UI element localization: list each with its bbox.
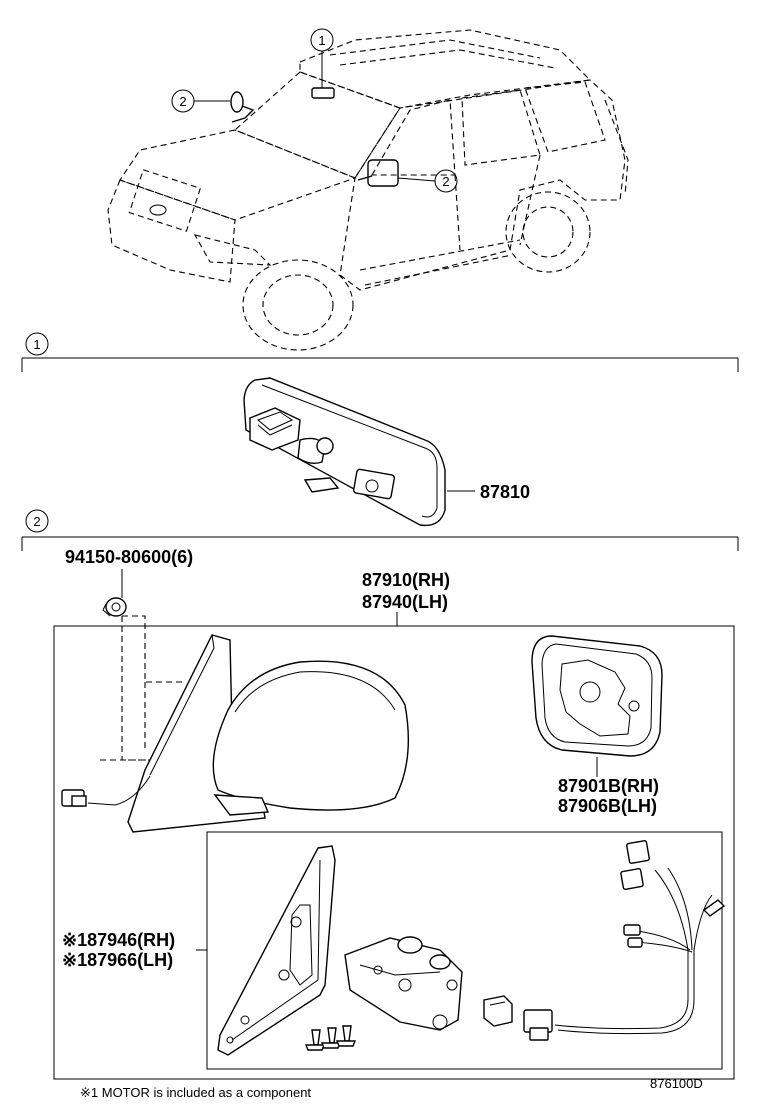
motor-bracket-illustration <box>217 845 336 1056</box>
clip-illustration <box>483 995 513 1027</box>
section-2: 2 94150-80600(6) 87910(RH) 87940(LH) <box>21 509 739 1080</box>
section-1-callout: 1 <box>33 337 40 352</box>
outer-mirror-illustration <box>61 634 409 833</box>
part-87810-label: 87810 <box>480 482 530 502</box>
wire-harness-illustration <box>523 840 726 1041</box>
screws-illustration <box>304 1025 357 1051</box>
inner-mirror-illustration <box>243 377 446 527</box>
part-bolt-label: 94150-80600(6) <box>65 547 193 567</box>
footnote: ※1 MOTOR is included as a component <box>80 1085 311 1100</box>
vehicle-illustration: 1 2 2 <box>107 28 629 351</box>
section-2-callout: 2 <box>33 514 40 529</box>
diagram-code: 876100D <box>650 1076 703 1091</box>
part-87946-label: ※187946(RH) <box>62 930 175 950</box>
motor-unit-illustration <box>344 936 463 1031</box>
part-87901b-label: 87901B(RH) <box>558 776 659 796</box>
assembly-frame <box>53 625 735 1080</box>
mirror-glass-illustration <box>531 635 663 757</box>
part-87906b-label: 87906B(LH) <box>558 796 657 816</box>
part-87910-label: 87910(RH) <box>362 570 450 590</box>
section-1: 1 87810 <box>21 332 739 527</box>
part-87966-label: ※187966(LH) <box>62 950 173 970</box>
car-callout-2-right: 2 <box>442 174 449 189</box>
bolt-illustration <box>102 597 127 617</box>
car-callout-2-left: 2 <box>179 94 186 109</box>
part-87940-label: 87940(LH) <box>362 592 448 612</box>
car-callout-1: 1 <box>318 33 325 48</box>
